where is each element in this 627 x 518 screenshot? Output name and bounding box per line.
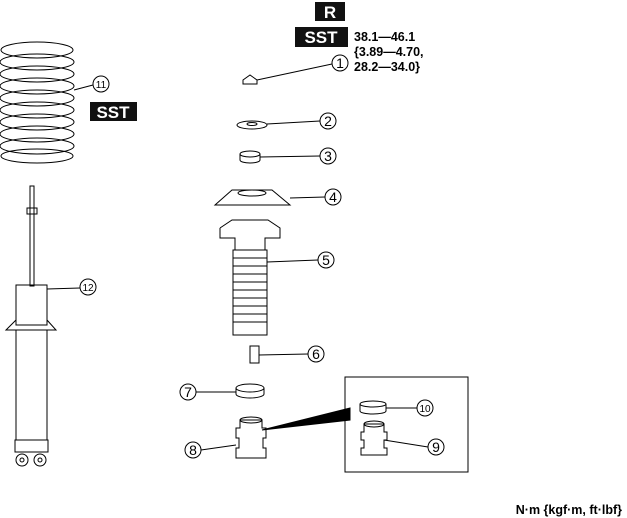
- callout-label: 2: [324, 113, 332, 129]
- bound-stopper: [235, 416, 267, 459]
- callout-label: 1: [336, 55, 344, 71]
- callout-label: 9: [432, 439, 440, 455]
- units-legend: N·m {kgf·m, ft·lbf}: [516, 503, 622, 517]
- torque-ftlbf: 28.2—34.0}: [354, 60, 420, 74]
- mounting-rubber: [213, 189, 292, 206]
- badge-sst-spring: SST: [96, 103, 130, 122]
- callout-8: [184, 441, 202, 459]
- callout-label: 6: [312, 346, 320, 362]
- callout-label: 5: [322, 252, 330, 268]
- callout-label: 11: [96, 80, 107, 91]
- callout-11: [92, 75, 110, 93]
- callout-4: [324, 188, 342, 206]
- bound-stopper-detail: [359, 400, 388, 456]
- callout-10: [416, 399, 434, 417]
- callout-label: 7: [184, 384, 192, 400]
- bushing: [239, 150, 261, 164]
- coil-spring: [0, 41, 75, 164]
- badge-sst: SST: [304, 28, 338, 47]
- badge-replace: R: [324, 3, 336, 22]
- callout-3: [319, 147, 337, 165]
- shock-absorber: [4, 185, 58, 467]
- callout-label: 12: [82, 283, 94, 294]
- lock-nut: [242, 74, 258, 85]
- callout-1: [331, 54, 349, 72]
- bound-stopper-seat: [235, 383, 265, 399]
- callout-label: 8: [189, 442, 197, 458]
- callout-12: [79, 278, 97, 296]
- callout-label: 4: [329, 189, 337, 205]
- callout-5: [317, 251, 335, 269]
- dust-boot: [219, 219, 281, 336]
- callout-9: [427, 438, 445, 456]
- torque-kgfm: {3.89—4.70,: [354, 45, 424, 59]
- callout-2: [319, 112, 337, 130]
- torque-nm: 38.1—46.1: [354, 30, 415, 44]
- detail-inset: [344, 376, 469, 473]
- callout-7: [179, 383, 197, 401]
- spacer: [249, 345, 260, 364]
- callout-label: 10: [419, 404, 431, 415]
- callout-6: [307, 345, 325, 363]
- washer: [236, 120, 268, 130]
- callout-label: 3: [324, 148, 332, 164]
